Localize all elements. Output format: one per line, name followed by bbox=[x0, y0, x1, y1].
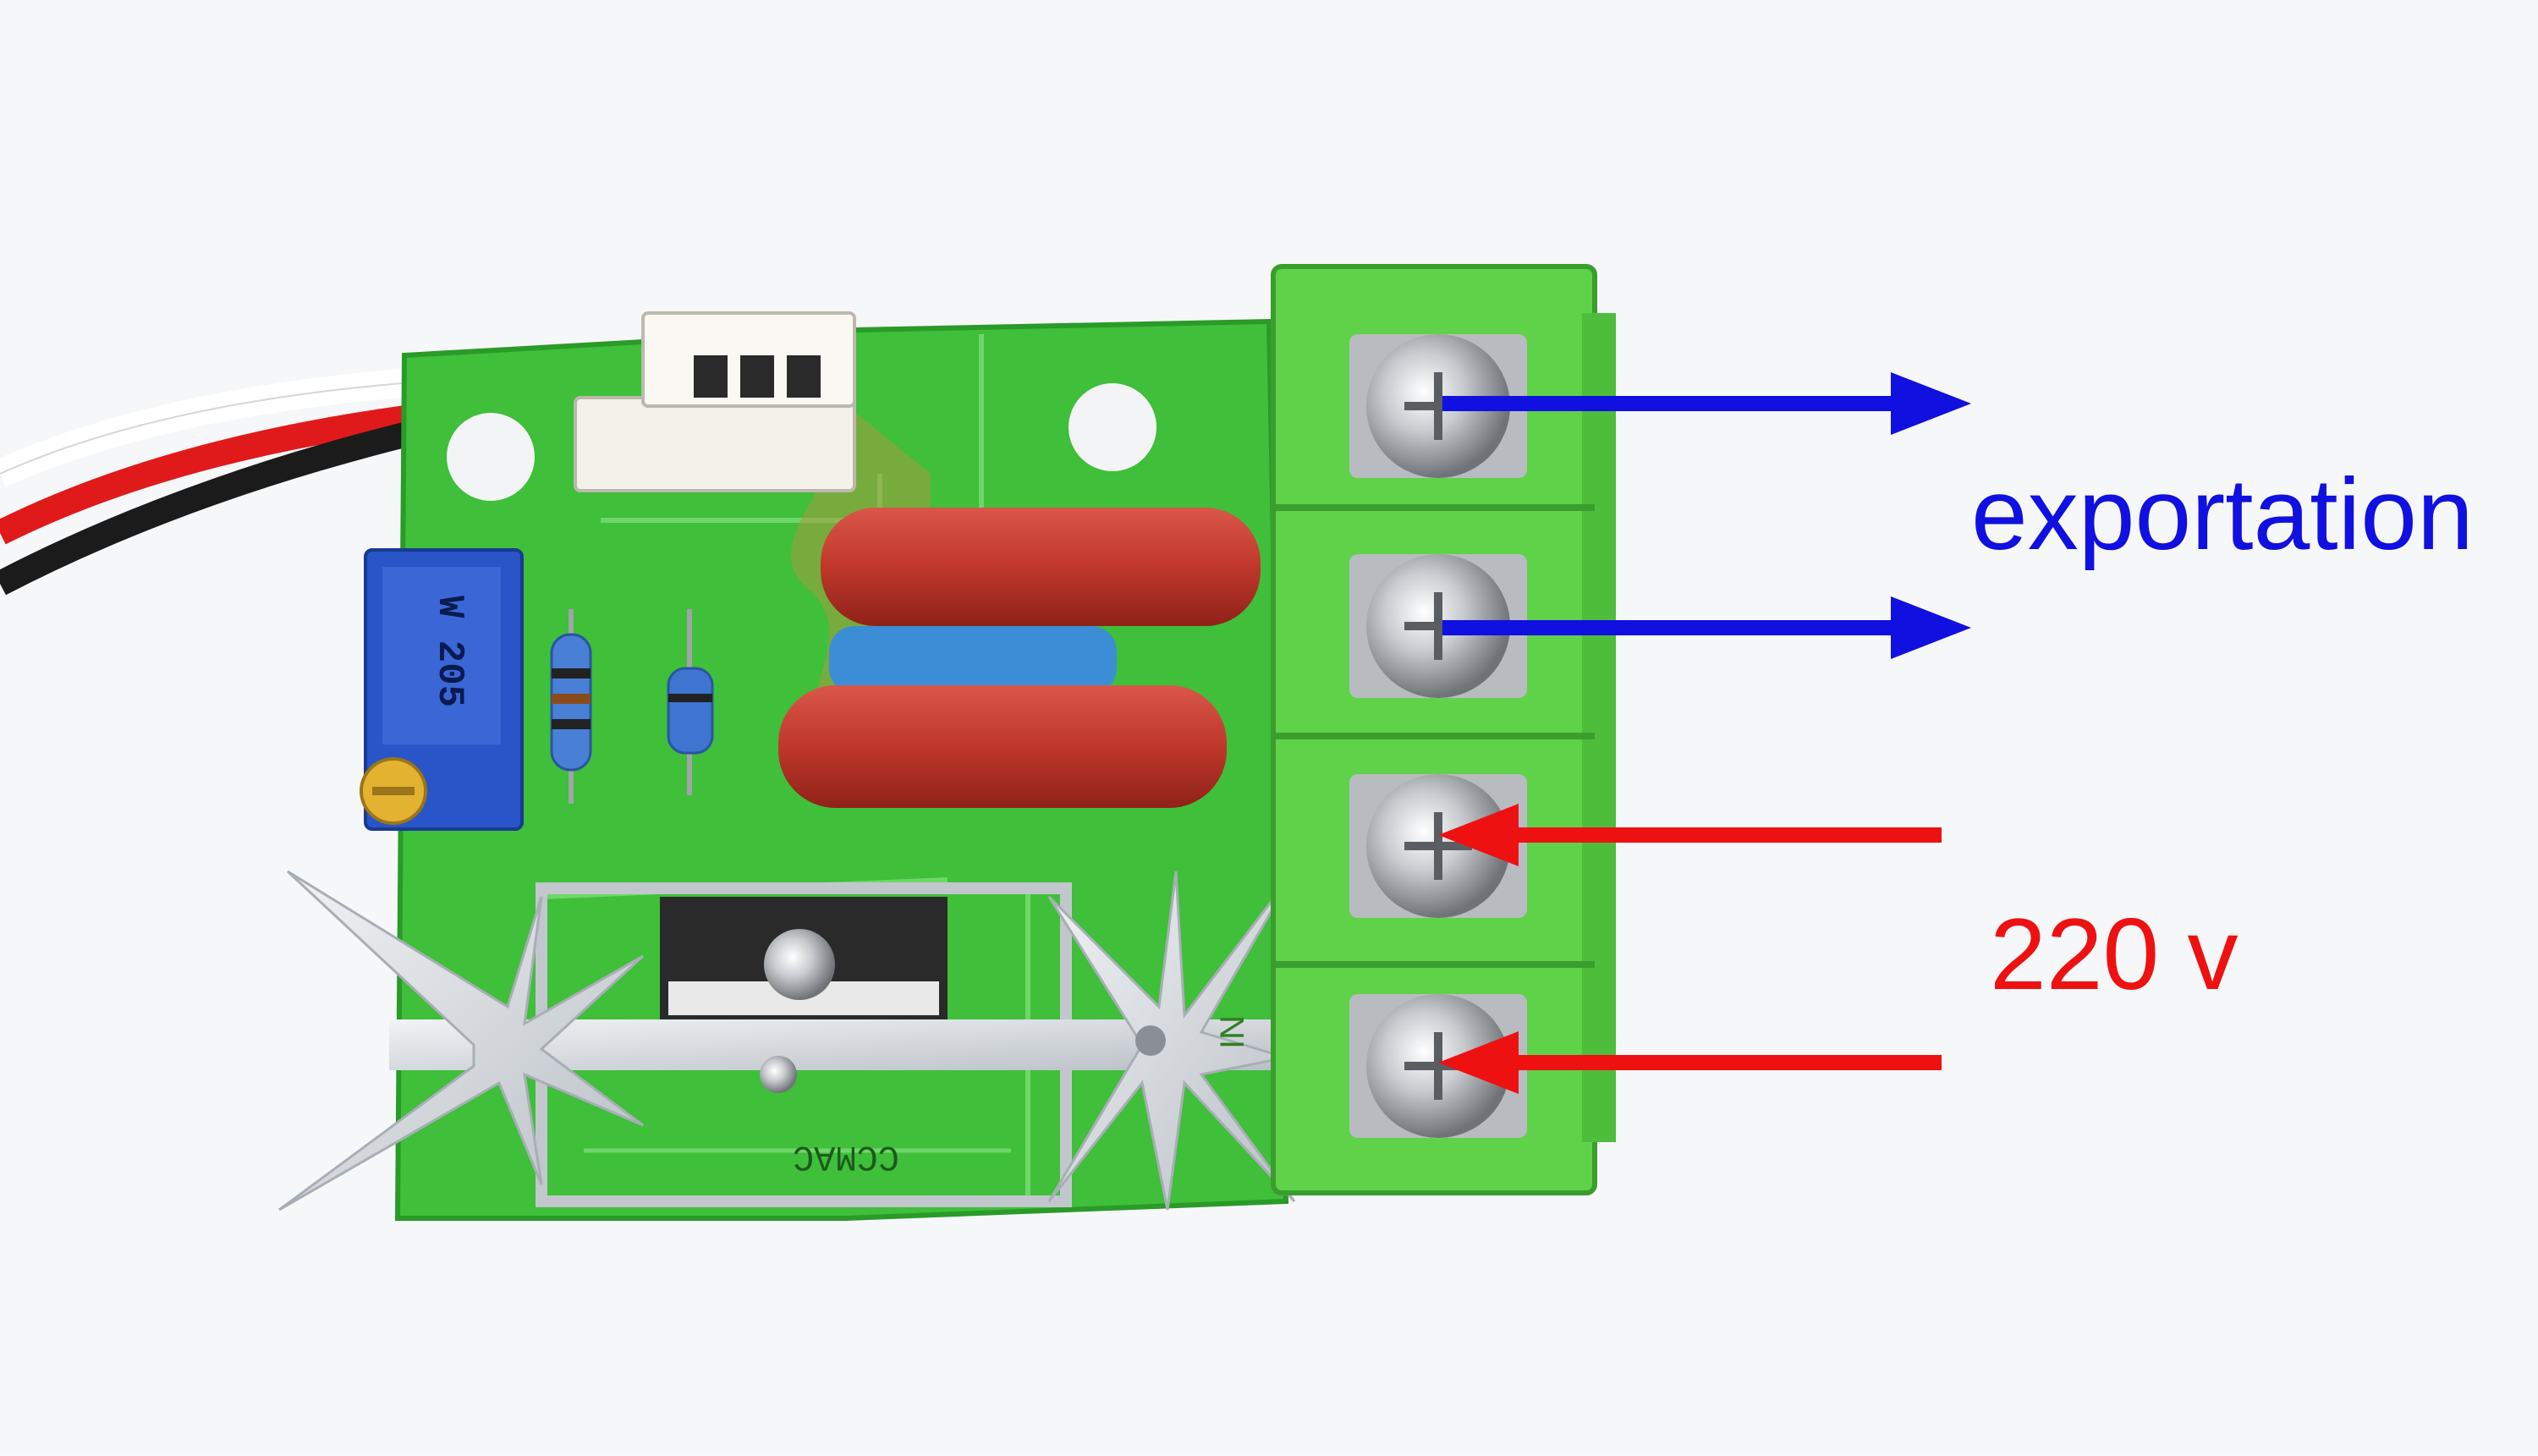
board-marking: CCMAC bbox=[793, 1136, 899, 1177]
capacitor-top bbox=[821, 508, 1261, 626]
terminal-screw-4 bbox=[1349, 994, 1527, 1138]
output-arrow-2 bbox=[1442, 596, 1971, 659]
input-arrow-2 bbox=[1438, 1031, 1942, 1094]
output-label: exportation bbox=[1971, 458, 2474, 571]
jst-connector bbox=[574, 311, 856, 492]
input-label: 220 v bbox=[1990, 898, 2239, 1011]
terminal-screw-3 bbox=[1349, 774, 1527, 918]
output-arrow-1 bbox=[1442, 372, 1971, 435]
svg-text:W 205: W 205 bbox=[428, 596, 470, 707]
heatsink bbox=[278, 870, 1296, 1212]
trimmer-potentiometer: W 205 bbox=[360, 548, 524, 831]
middle-resistor bbox=[829, 626, 1117, 694]
input-arrow-1 bbox=[1438, 804, 1942, 866]
resistor-2 bbox=[667, 609, 714, 795]
capacitor-bottom bbox=[778, 685, 1227, 808]
resistor-1 bbox=[550, 609, 592, 804]
terminal-screw-1 bbox=[1349, 334, 1527, 478]
terminal-block: IN bbox=[1214, 264, 1616, 1195]
triac bbox=[660, 897, 948, 1024]
svg-text:IN: IN bbox=[1214, 1015, 1251, 1049]
